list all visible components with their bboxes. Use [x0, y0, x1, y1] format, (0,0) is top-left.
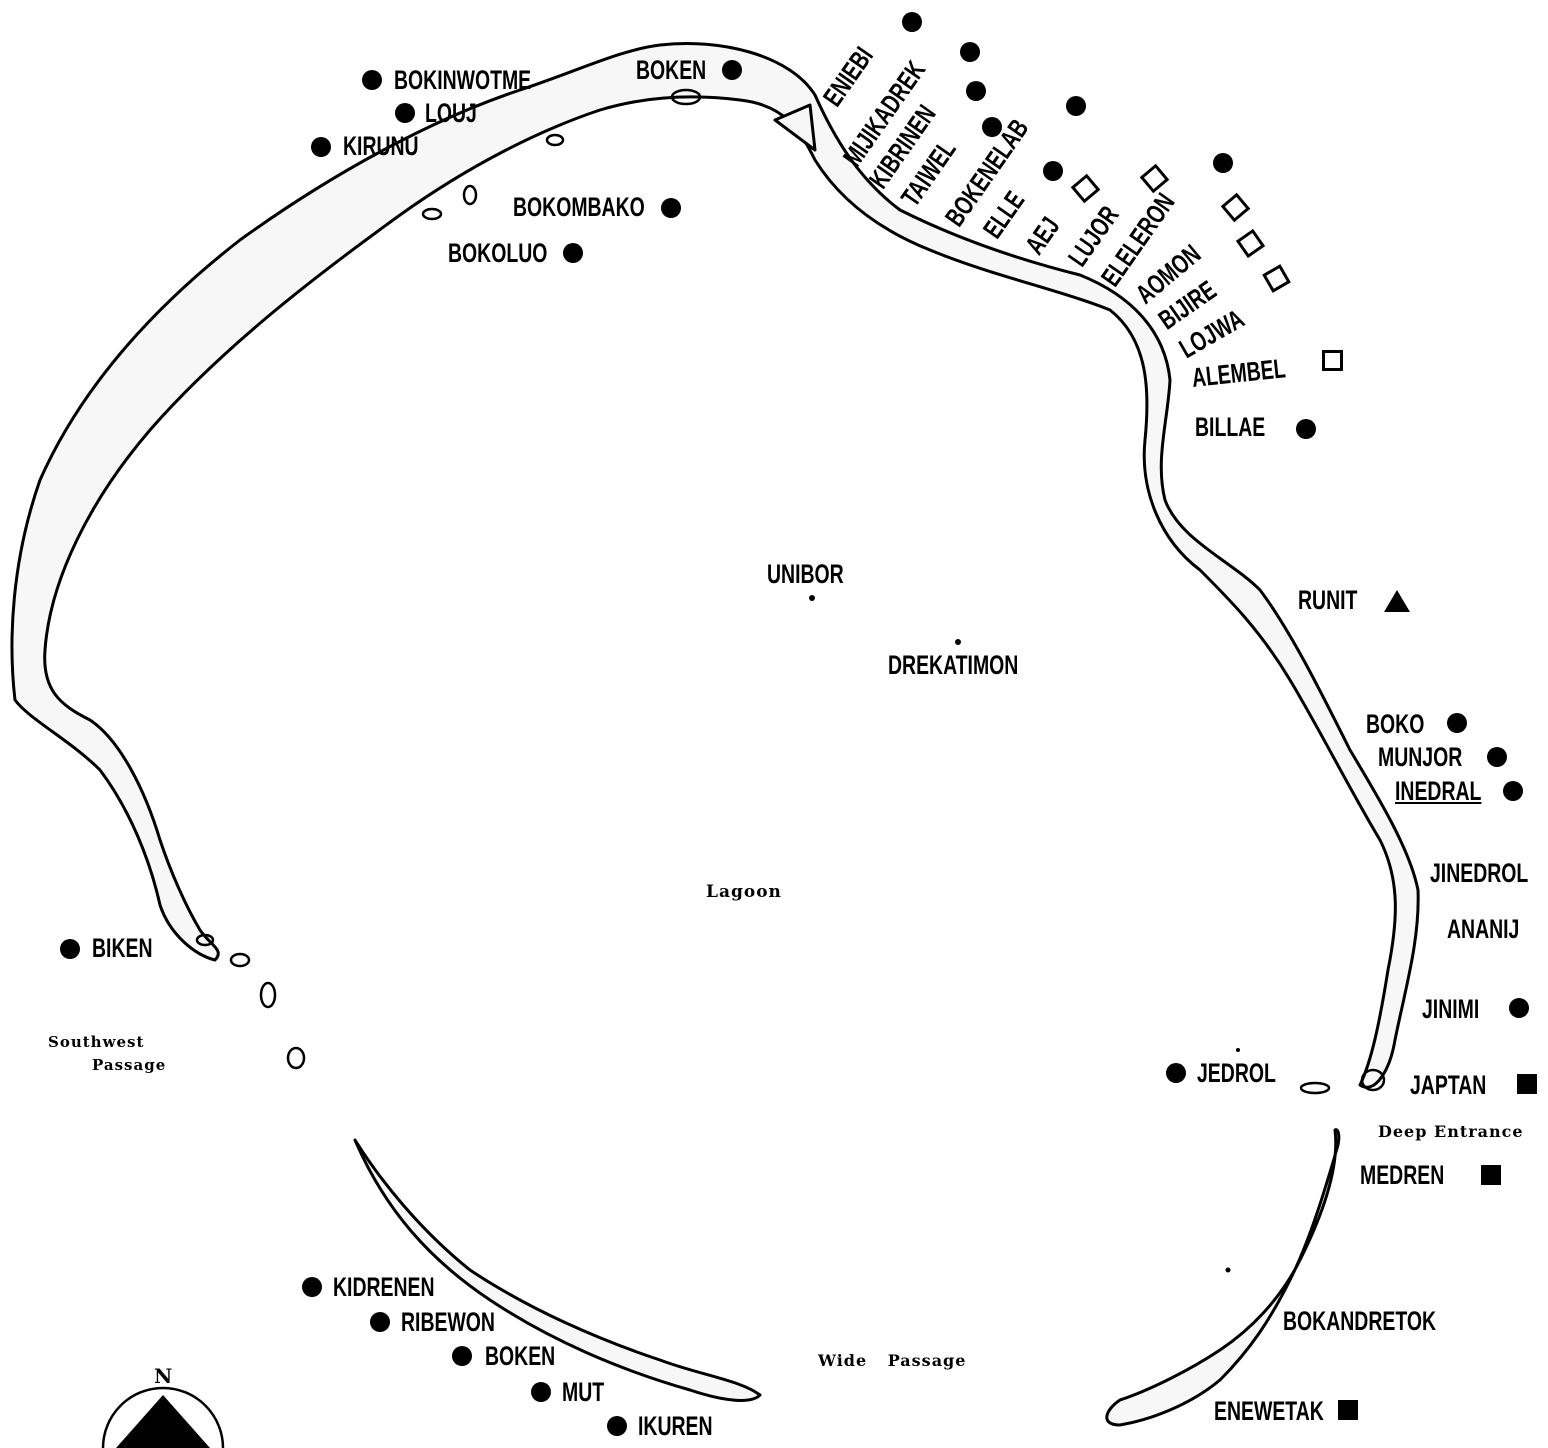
label-southwest-passage-2: Passage [92, 1056, 167, 1074]
label-ananij: ANANIJ [1447, 914, 1520, 944]
central-islet [773, 103, 817, 152]
label-jinedrol: JINEDROL [1430, 858, 1529, 888]
ikuren-marker [607, 1416, 627, 1436]
label-southwest-passage-1: Southwest [48, 1033, 145, 1051]
south-reef [353, 1138, 762, 1402]
label-jinimi: JINIMI [1422, 994, 1480, 1024]
north-islet-1 [462, 184, 478, 206]
label-runit: RUNIT [1298, 585, 1358, 615]
japtan-loop [1360, 1068, 1386, 1092]
alembel-marker [1322, 350, 1343, 371]
label-biken: BIKEN [92, 933, 153, 963]
label-munjor: MUNJOR [1378, 742, 1463, 772]
label-ikuren: IKUREN [638, 1411, 713, 1441]
southeast-reef [1105, 1128, 1341, 1427]
eniebi-marker [902, 12, 922, 32]
bokenelab-marker [1066, 96, 1086, 116]
eleleron-marker [1213, 153, 1233, 173]
label-inedral: INEDRAL [1395, 776, 1482, 806]
label-lagoon: Lagoon [706, 882, 782, 902]
reef-speck-2 [1236, 1048, 1240, 1052]
jedrol-islet [1299, 1081, 1331, 1095]
mijikadrek-marker [960, 42, 980, 62]
sw-islet-4 [286, 1046, 306, 1070]
label-kirunu: KIRUNU [343, 131, 419, 161]
sw-islet-3 [259, 981, 277, 1009]
boken-south-marker [452, 1346, 472, 1366]
label-louj: LOUJ [425, 98, 477, 128]
label-bokoluo: BOKOLUO [448, 238, 548, 268]
inedral-marker [1503, 781, 1523, 801]
medren-marker [1481, 1165, 1501, 1185]
drekatimon-point [955, 639, 961, 645]
sw-islet-1 [195, 933, 215, 947]
label-japtan: JAPTAN [1410, 1070, 1487, 1100]
label-mut: MUT [562, 1377, 605, 1407]
kidrenen-marker [302, 1277, 322, 1297]
kibrinen-marker [966, 81, 986, 101]
japtan-marker [1517, 1074, 1537, 1094]
elle-marker [1043, 161, 1063, 181]
ribewon-marker [370, 1312, 390, 1332]
north-islet-2 [421, 207, 443, 221]
label-ribewon: RIBEWON [401, 1307, 495, 1337]
label-kidrenen: KIDRENEN [333, 1272, 435, 1302]
compass-north-label: N [154, 1364, 174, 1388]
label-unibor: UNIBOR [767, 559, 844, 589]
boken-islet [670, 88, 702, 106]
sw-islet-2 [229, 952, 251, 968]
label-drekatimon: DREKATIMON [888, 650, 1019, 680]
runit-marker [1384, 590, 1410, 612]
boken-north-marker [722, 60, 742, 80]
bokoluo-marker [563, 243, 583, 263]
biken-marker [60, 939, 80, 959]
jedrol-marker [1166, 1063, 1186, 1083]
enewetak-marker [1338, 1400, 1358, 1420]
label-boken-north: BOKEN [636, 55, 707, 85]
kirunu-marker [311, 137, 331, 157]
taiwel-marker [982, 117, 1002, 137]
compass-rose [101, 1386, 225, 1448]
reef-speck-1 [1225, 1267, 1231, 1273]
boko-marker [1447, 713, 1467, 733]
label-deep-entrance: Deep Entrance [1378, 1122, 1524, 1141]
label-boken-south: BOKEN [485, 1341, 556, 1371]
billae-marker [1296, 419, 1316, 439]
unibor-point [809, 595, 815, 601]
label-enewetak: ENEWETAK [1214, 1396, 1324, 1426]
north-west-reef [10, 41, 1420, 1089]
louj-marker [395, 103, 415, 123]
label-boko: BOKO [1366, 709, 1425, 739]
bokinwotme-marker [362, 70, 382, 90]
label-jedrol: JEDROL [1197, 1058, 1276, 1088]
label-bokandretok: BOKANDRETOK [1283, 1306, 1437, 1336]
label-billae: BILLAE [1195, 412, 1266, 442]
label-wide-passage: Wide Passage [818, 1351, 967, 1370]
bokombako-marker [661, 198, 681, 218]
north-islet-3 [545, 133, 565, 147]
jinimi-marker [1509, 998, 1529, 1018]
mut-marker [531, 1382, 551, 1402]
label-bokinwotme: BOKINWOTME [394, 65, 532, 95]
label-bokombako: BOKOMBAKO [513, 192, 645, 222]
munjor-marker [1487, 747, 1507, 767]
label-medren: MEDREN [1360, 1160, 1445, 1190]
